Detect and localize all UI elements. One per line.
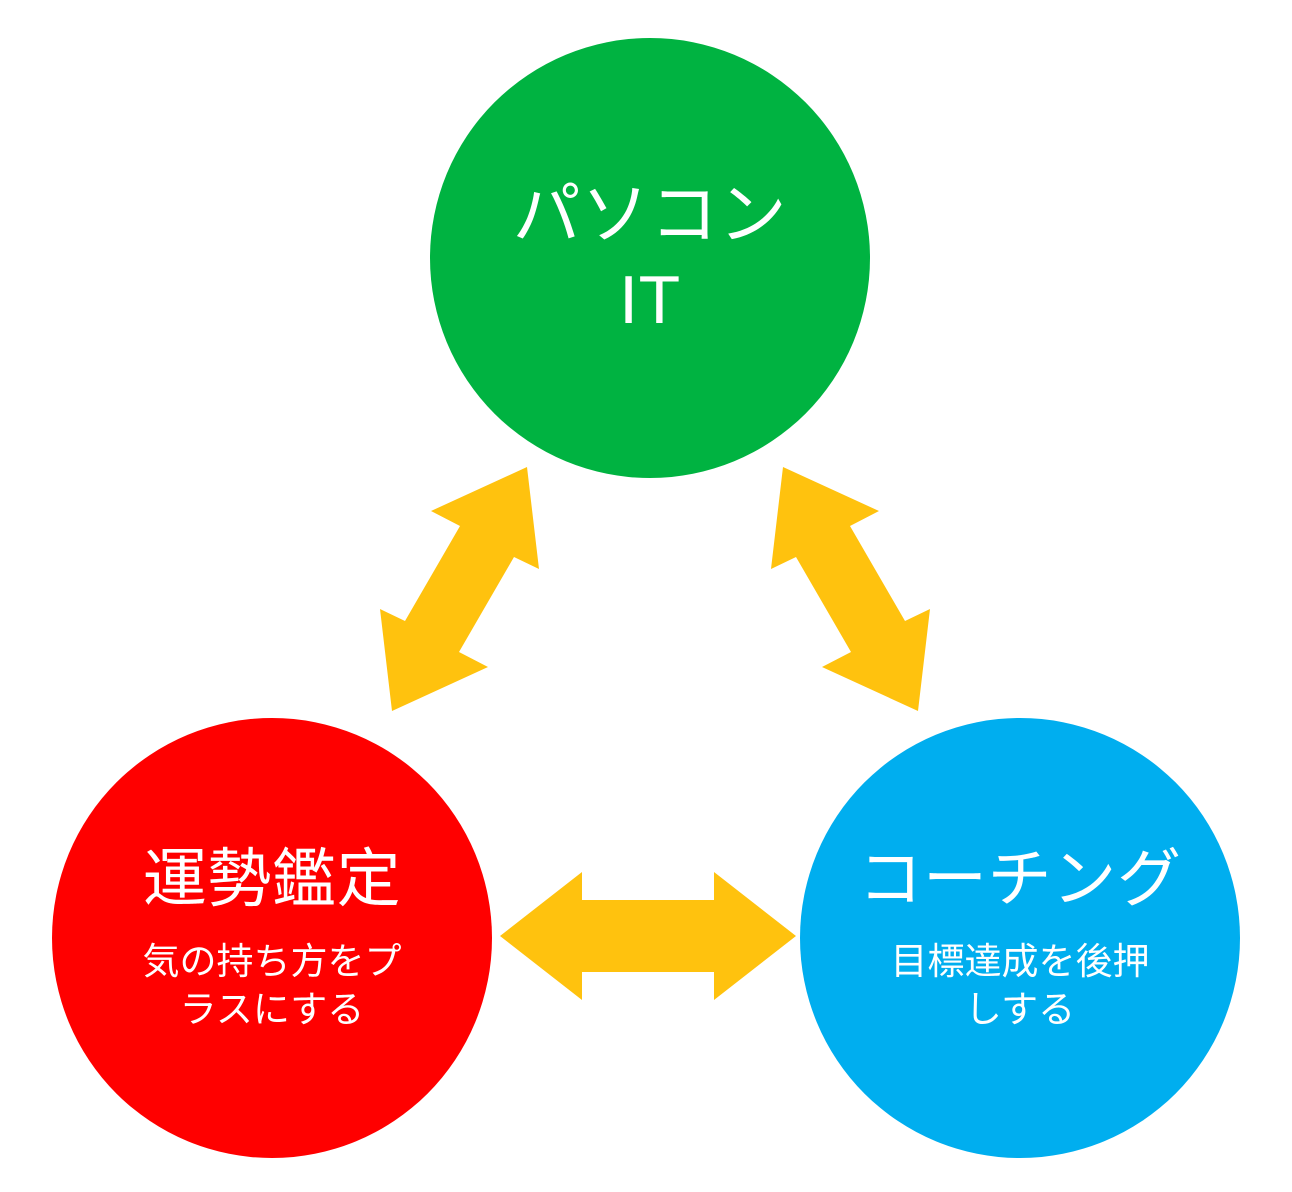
node-coaching-title: コーチング (858, 843, 1182, 916)
node-circle-coaching[interactable]: コーチング 目標達成を後押しする (800, 718, 1240, 1158)
connector-arrow-fortune-to-pc (355, 462, 575, 717)
node-pc-title: パソコン IT (512, 177, 788, 338)
connector-arrow-coaching-to-pc (735, 462, 955, 717)
arrow-shape (500, 872, 796, 1000)
node-fortune-title: 運勢鑑定 (142, 843, 402, 916)
arrow-shape (380, 467, 539, 711)
arrow-shape (771, 467, 930, 711)
connector-arrow-fortune-to-coaching (500, 868, 796, 1004)
node-fortune-subtitle: 気の持ち方をプラスにする (142, 940, 402, 1030)
double-arrow-diagonal-up-left-icon (771, 467, 930, 711)
double-arrow-diagonal-up-right-icon (380, 467, 539, 711)
node-circle-pc[interactable]: パソコン IT (430, 38, 870, 478)
double-arrow-horizontal-icon (500, 872, 796, 1000)
node-circle-fortune[interactable]: 運勢鑑定 気の持ち方をプラスにする (52, 718, 492, 1158)
node-coaching-subtitle: 目標達成を後押しする (890, 940, 1150, 1030)
